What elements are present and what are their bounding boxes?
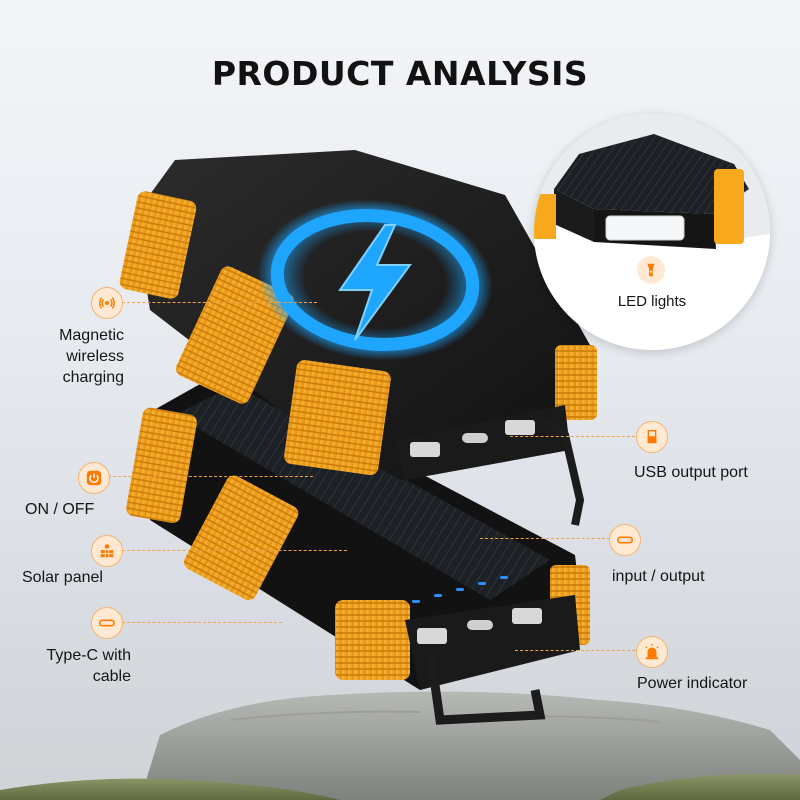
wireless-charging-label: Magnetic wireless charging bbox=[59, 327, 124, 386]
connector-solar bbox=[122, 550, 347, 551]
usb-c-port-icon bbox=[609, 524, 641, 556]
connector-indicator bbox=[515, 650, 635, 651]
wireless-unit bbox=[119, 150, 597, 526]
connector-io bbox=[480, 538, 610, 539]
usb-icon bbox=[636, 421, 668, 453]
led-lights-label: LED lights bbox=[617, 293, 687, 310]
led-closeup-illustration bbox=[534, 114, 770, 350]
solar-panel-icon bbox=[91, 535, 123, 567]
type-c-label: Type-C with cable bbox=[46, 647, 131, 685]
page-title: PRODUCT ANALYSIS bbox=[211, 54, 589, 93]
wireless-charging-icon bbox=[91, 287, 123, 319]
connector-wireless bbox=[122, 302, 317, 303]
usb-output-label: USB output port bbox=[634, 464, 748, 481]
solar-unit bbox=[126, 370, 590, 725]
led-lights-inset: LED lights bbox=[534, 114, 770, 350]
connector-usb bbox=[510, 436, 635, 437]
solar-panel-label: Solar panel bbox=[22, 569, 103, 586]
connector-typec bbox=[122, 622, 282, 623]
connector-power bbox=[108, 476, 313, 477]
type-c-icon bbox=[91, 607, 123, 639]
input-output-label: input / output bbox=[612, 568, 705, 585]
indicator-light-icon bbox=[636, 636, 668, 668]
flashlight-icon bbox=[637, 256, 665, 284]
power-icon bbox=[78, 462, 110, 494]
power-indicator-label: Power indicator bbox=[637, 675, 748, 692]
power-label: ON / OFF bbox=[25, 501, 95, 518]
